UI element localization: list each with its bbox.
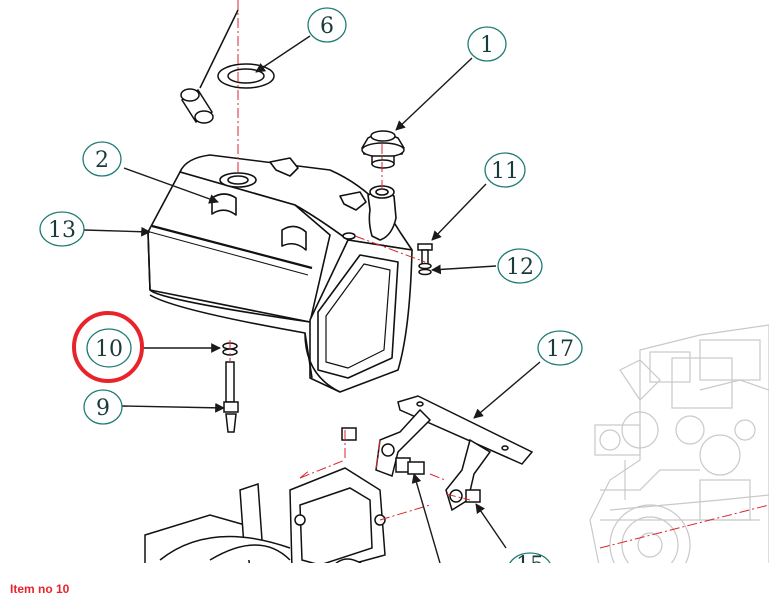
leader-6: [255, 35, 311, 73]
svg-text:17: 17: [546, 337, 574, 362]
highlight-ring-item-10: [72, 311, 144, 383]
svg-text:11: 11: [491, 159, 519, 184]
leader-17: [473, 361, 541, 419]
leader-12: [431, 264, 497, 275]
sender-plug: [180, 88, 214, 124]
leader-15: [475, 503, 507, 549]
leader-lines: [83, 35, 541, 570]
svg-text:12: 12: [506, 255, 534, 280]
leader-2: [123, 167, 219, 204]
callout-13: 13: [39, 211, 85, 247]
crop-mask: [0, 563, 769, 570]
engine-illustration: [589, 324, 769, 570]
exploded-parts-diagram: 1 2 6 9 10 11 12 13: [0, 0, 769, 570]
fuel-tank: [147, 154, 413, 393]
leader-15b: [411, 473, 443, 570]
callout-6: 6: [307, 7, 347, 43]
assembly-centerlines: [229, 0, 471, 521]
callout-12: 12: [497, 248, 543, 284]
item-caption: Item no 10: [10, 582, 70, 596]
leader-11: [431, 183, 487, 241]
svg-text:1: 1: [480, 33, 494, 58]
leader-13: [83, 226, 151, 237]
callout-11: 11: [484, 152, 526, 188]
chassis-frame: [144, 467, 386, 570]
fuel-cap: [361, 130, 405, 169]
callout-1: 1: [467, 26, 507, 62]
engine-centerline: [599, 504, 769, 549]
callout-17: 17: [537, 330, 583, 366]
svg-text:2: 2: [95, 148, 109, 173]
svg-text:9: 9: [96, 396, 110, 421]
leader-1: [395, 57, 473, 131]
svg-text:13: 13: [48, 218, 76, 243]
callout-bubbles: 1 2 6 9 10 11 12 13: [39, 7, 583, 570]
svg-text:10: 10: [95, 337, 123, 362]
tank-bracket: [341, 395, 534, 512]
callout-9: 9: [83, 389, 123, 425]
callout-2: 2: [82, 141, 122, 177]
callout-10: 10: [86, 328, 132, 368]
drain-plug: [223, 361, 239, 433]
svg-text:6: 6: [320, 14, 334, 39]
sender-gasket: [217, 63, 275, 89]
leader-9: [121, 402, 225, 413]
mount-bolt: [417, 243, 433, 276]
